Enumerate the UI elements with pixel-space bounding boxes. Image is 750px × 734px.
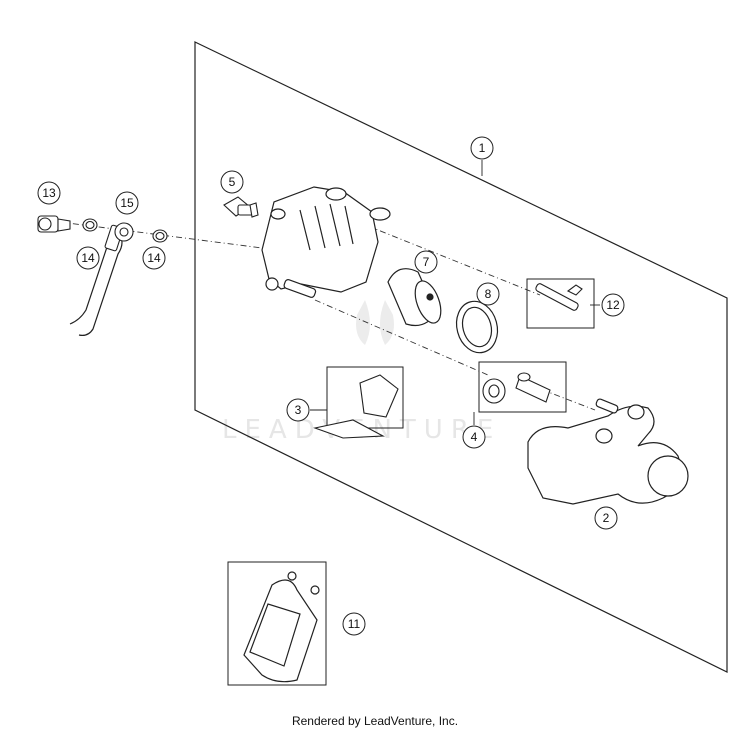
bleed-screw <box>223 196 259 218</box>
svg-text:12: 12 <box>606 298 620 312</box>
svg-text:13: 13 <box>42 186 56 200</box>
callout-15: 15 <box>115 191 139 215</box>
callout-12: 12 <box>601 293 625 317</box>
svg-text:2: 2 <box>603 511 610 525</box>
callout-4: 4 <box>462 425 486 449</box>
svg-text:4: 4 <box>471 430 478 444</box>
caliper-housing <box>261 186 391 298</box>
kit-box-4 <box>478 361 567 413</box>
callout-14-left: 14 <box>76 246 100 270</box>
callout-1: 1 <box>470 136 494 160</box>
svg-text:8: 8 <box>485 287 492 301</box>
alignment-lines <box>59 221 596 411</box>
callout-3: 3 <box>286 398 310 422</box>
callout-2: 2 <box>594 506 618 530</box>
callout-13: 13 <box>37 181 61 205</box>
caliper-bracket <box>527 398 689 505</box>
piston <box>387 268 442 327</box>
svg-text:1: 1 <box>479 141 486 155</box>
callout-5: 5 <box>220 170 244 194</box>
bushing-set <box>482 372 551 404</box>
assembly-frame <box>194 41 728 673</box>
brake-pad <box>243 571 320 683</box>
svg-text:15: 15 <box>120 196 134 210</box>
leader-lines <box>310 160 600 425</box>
callout-14-right: 14 <box>142 246 166 270</box>
guide-pin <box>535 283 583 311</box>
callout-8: 8 <box>476 282 500 306</box>
brake-hose <box>37 215 168 336</box>
svg-text:7: 7 <box>423 255 430 269</box>
svg-text:11: 11 <box>348 617 361 631</box>
pad-spring <box>312 374 399 439</box>
kit-box-11 <box>227 561 327 686</box>
svg-text:5: 5 <box>229 175 236 189</box>
svg-text:3: 3 <box>295 403 302 417</box>
kit-box-12 <box>526 278 595 329</box>
svg-text:14: 14 <box>81 251 95 265</box>
svg-text:14: 14 <box>147 251 161 265</box>
callout-7: 7 <box>414 250 438 274</box>
callout-11: 11 <box>342 612 366 636</box>
watermark: LEADVENTURE <box>222 300 493 445</box>
seal-ring <box>455 300 499 354</box>
footer-credit: Rendered by LeadVenture, Inc. <box>291 714 459 728</box>
